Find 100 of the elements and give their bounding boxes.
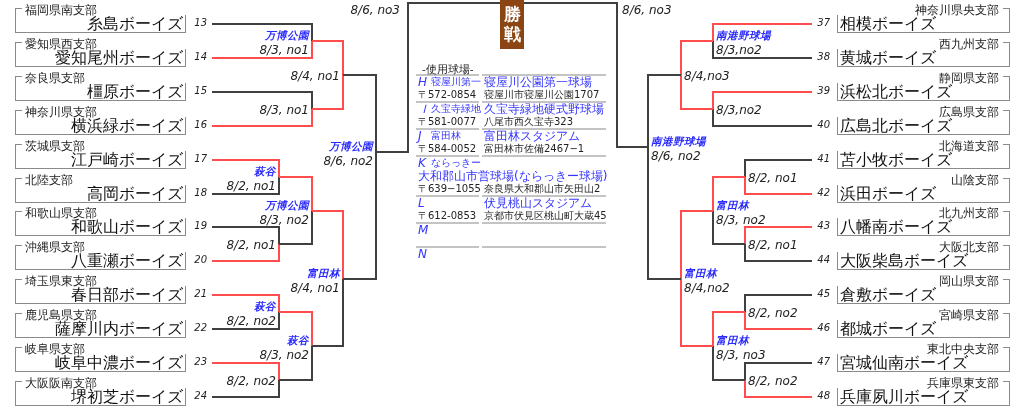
seed-number: 24 — [194, 390, 207, 402]
seed-number: 15 — [194, 85, 207, 97]
match-date: 8/2, no2 — [748, 306, 798, 320]
match-date: 8/2, no1 — [226, 238, 276, 252]
bracket-line — [680, 40, 714, 76]
venue-full-name: 伏見桃山スタジアム — [484, 196, 592, 210]
venue-code: M — [418, 223, 429, 237]
venue-address: 奈良県大和郡山市矢田山2 — [484, 183, 601, 195]
venue-name: 萩谷 — [254, 165, 276, 177]
team-name: 兵庫夙川ボーイズ — [840, 388, 968, 406]
team-name: 黄城ボーイズ — [840, 49, 936, 67]
seed-number: 39 — [817, 85, 830, 97]
team-name: 薩摩川内ボーイズ — [55, 320, 183, 338]
seed-number: 37 — [817, 17, 830, 29]
seed-number: 42 — [817, 187, 830, 199]
seed-number: 18 — [194, 187, 207, 199]
bracket-line — [712, 210, 746, 245]
team-name: 江戸崎ボーイズ — [71, 151, 183, 169]
bracket-line — [680, 278, 714, 347]
bracket-line — [744, 311, 813, 330]
venue-short-name: ならっきー — [431, 157, 481, 169]
seed-number: 17 — [194, 153, 207, 165]
team-name: 高岡ボーイズ — [87, 185, 183, 203]
venue-name: 南港野球場 — [651, 135, 706, 147]
bracket-line — [375, 2, 501, 153]
bracket-line — [712, 23, 813, 42]
bracket-line — [278, 311, 313, 347]
venue-short-name: 富田林 — [431, 130, 461, 142]
bracket-line — [278, 210, 313, 245]
venue-code: Ｉ — [418, 102, 430, 116]
edge-label: 8/6, no3 — [350, 3, 400, 17]
bracket-line — [680, 74, 714, 110]
match-date: 8/3, no2 — [716, 213, 766, 227]
branch-name: 広島県支部 — [939, 106, 999, 119]
match-date: 8/2, no2 — [748, 374, 798, 388]
team-name: 浜松北ボーイズ — [840, 83, 952, 101]
branch-name: 福岡県南支部 — [25, 4, 97, 17]
venue-address: 京都市伏見区桃山町大蔵45 — [484, 210, 607, 222]
branch-name: 和歌山県支部 — [25, 207, 97, 220]
match-date: 8/3, no1 — [259, 103, 309, 117]
bracket-line — [647, 146, 682, 280]
seed-number: 44 — [817, 254, 830, 266]
match-date: 8/2, no2 — [226, 374, 276, 388]
bracket-line — [744, 176, 813, 195]
bracket-line — [744, 294, 813, 313]
venue-name: 富田林 — [684, 267, 717, 279]
branch-name: 神奈川県央支部 — [915, 4, 999, 17]
seed-number: 41 — [817, 153, 830, 165]
branch-name: 北陸支部 — [25, 174, 73, 187]
seed-number: 45 — [817, 288, 830, 300]
team-name: 大阪柴島ボーイズ — [840, 252, 968, 270]
team-name: 広島北ボーイズ — [840, 117, 952, 135]
bracket-line — [523, 2, 649, 148]
bracket-line — [211, 362, 280, 381]
edge-label: 8/6, no3 — [622, 3, 672, 17]
venue-address: 富田林市佐備2467−1 — [484, 143, 585, 155]
venue-address: 寝屋川市寝屋川公園1707 — [484, 89, 600, 101]
seed-number: 23 — [194, 356, 207, 368]
bracket-line — [311, 210, 344, 280]
venue-full-name: 久宝寺緑地硬式野球場 — [484, 102, 604, 116]
branch-name: 宮崎県支部 — [939, 309, 999, 322]
match-date: 8/3,no2 — [716, 43, 762, 57]
branch-name: 大阪北支部 — [939, 241, 999, 254]
bracket-line — [680, 210, 714, 280]
postal-code: 〒584-0052 — [418, 143, 477, 155]
venue-name: 万博公園 — [329, 140, 373, 152]
match-date: 8/3, no1 — [259, 43, 309, 57]
bracket-line — [712, 311, 746, 347]
team-name: 都城ボーイズ — [840, 320, 936, 338]
branch-name: 北海道支部 — [939, 140, 999, 153]
team-name: 苫小牧ボーイズ — [840, 151, 952, 169]
team-name: 八重瀬ボーイズ — [71, 252, 183, 270]
table-heading: -使用球場- — [422, 62, 474, 76]
bracket-line — [211, 108, 313, 127]
bracket-line — [744, 243, 813, 262]
branch-name: 埼玉県東支部 — [25, 275, 97, 288]
match-date: 8/4, no1 — [290, 281, 340, 295]
venue-code: N — [418, 247, 427, 261]
branch-name: 東北中央支部 — [927, 343, 999, 356]
seed-number: 14 — [194, 51, 207, 63]
postal-code: 〒639−1055 — [418, 183, 481, 195]
team-name: 宮城仙南ボーイズ — [840, 354, 968, 372]
branch-name: 大阪阪南支部 — [25, 377, 97, 390]
team-name: 橿原ボーイズ — [87, 83, 183, 101]
seed-number: 13 — [194, 17, 207, 29]
seed-number: 21 — [194, 288, 207, 300]
bracket-line — [211, 226, 280, 245]
venue-address: 八尾市西久宝寺323 — [484, 116, 574, 128]
team-name: 横浜緑ボーイズ — [71, 117, 183, 135]
bracket-line — [744, 362, 813, 381]
branch-name: 神奈川県支部 — [25, 106, 97, 119]
branch-name: 鹿児島県支部 — [25, 309, 97, 322]
match-date: 8/3,no2 — [716, 103, 762, 117]
branch-name: 茨城県支部 — [25, 140, 85, 153]
branch-name: 奈良県支部 — [25, 72, 85, 85]
venue-short-name: 寝屋川第一 — [431, 76, 481, 88]
bracket-line — [211, 243, 280, 262]
postal-code: 〒572-0854 — [418, 89, 477, 101]
bracket-line — [211, 379, 280, 398]
venue-full-name: 寝屋川公園第一球場 — [484, 75, 592, 89]
